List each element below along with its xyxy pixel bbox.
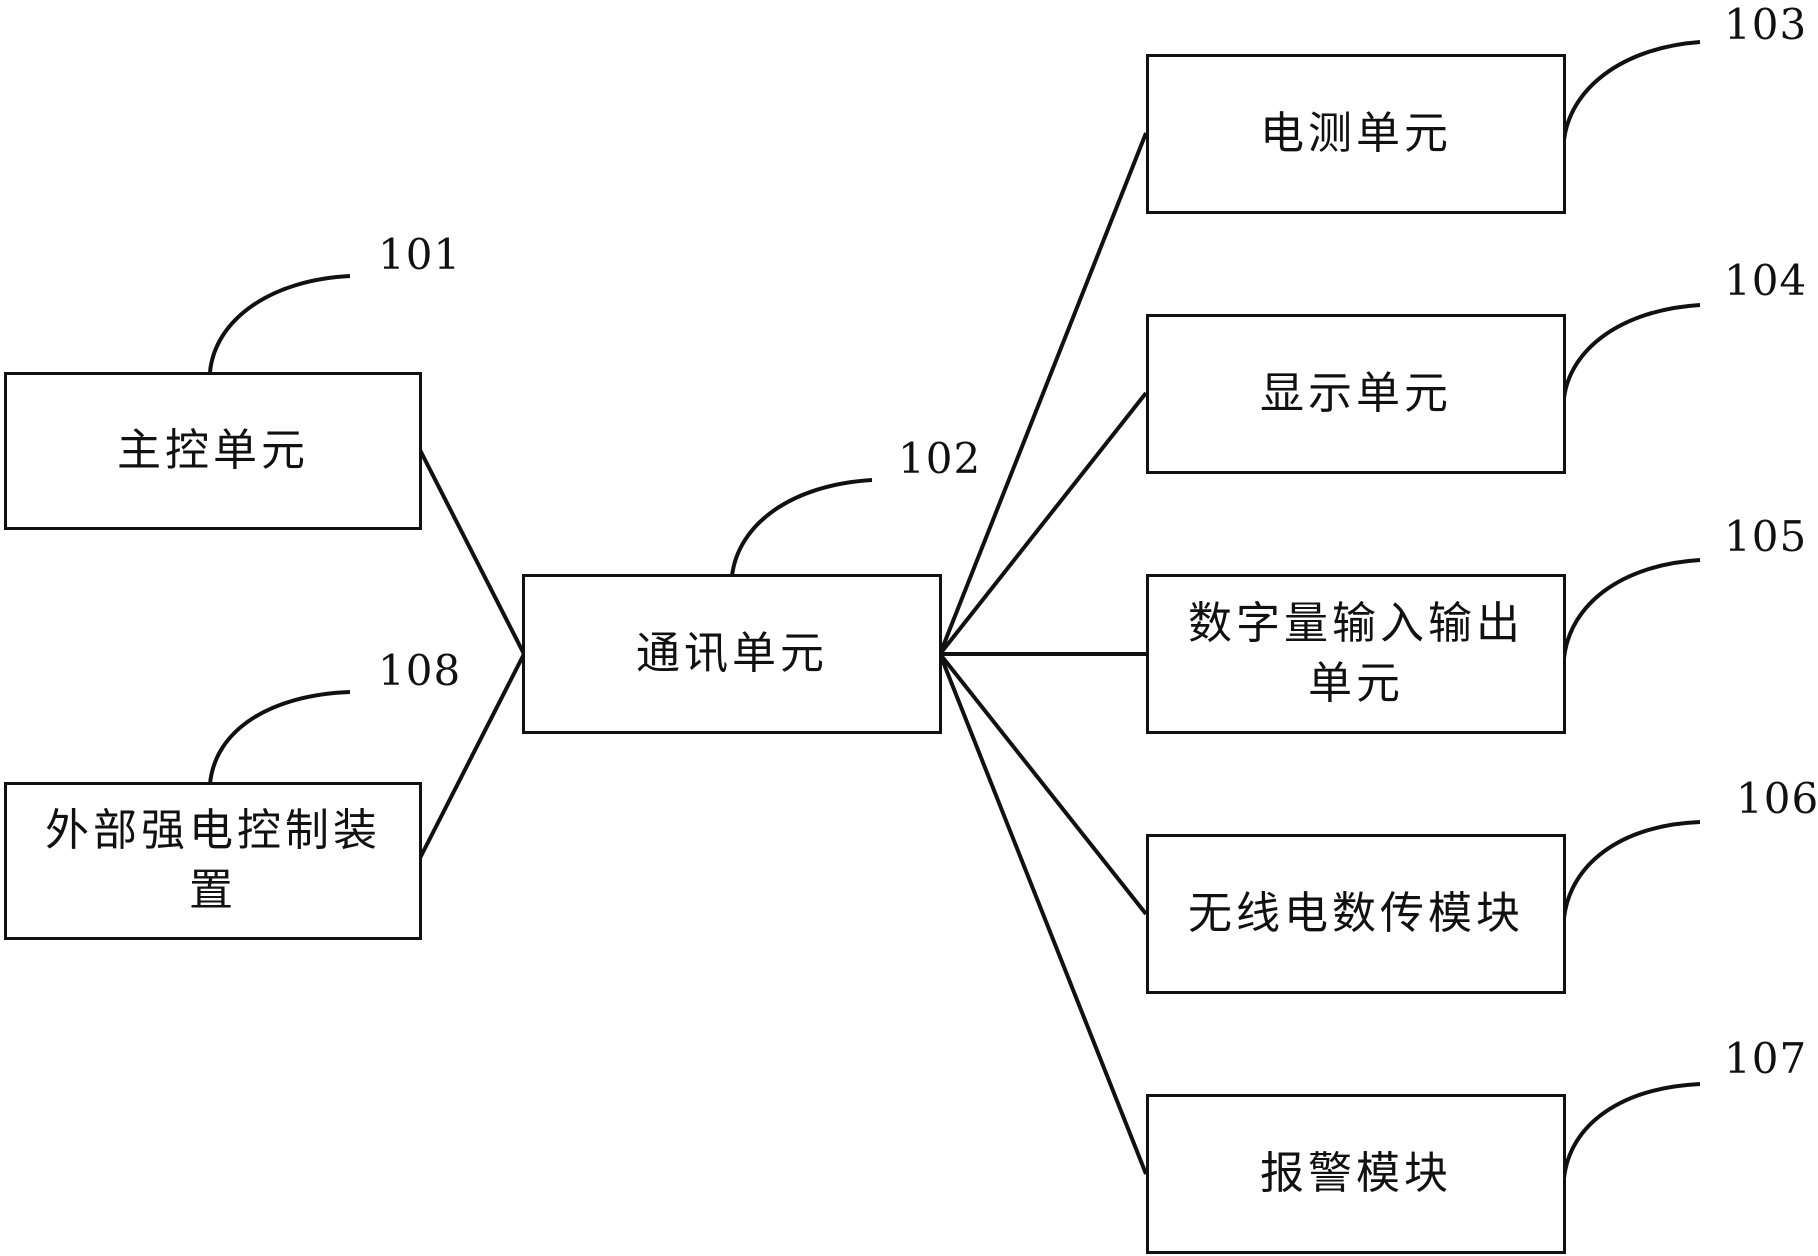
ref-number-101: 101 [378, 230, 462, 279]
leader-curve-105 [1562, 558, 1701, 659]
ref-number-106: 106 [1736, 774, 1818, 823]
leader-curve-104 [1562, 303, 1701, 399]
comm-unit-box: 通讯单元 [522, 574, 942, 734]
connector-comm-to-display [938, 391, 1148, 656]
connector-comm-to-wireless [938, 652, 1148, 916]
main-control-unit-box: 主控单元 [4, 372, 422, 530]
external-control-device-label: 外部强电控制装置 [45, 805, 381, 916]
display-unit-label: 显示单元 [1260, 368, 1452, 419]
leader-curve-101 [208, 274, 351, 373]
leader-curve-107 [1562, 1082, 1701, 1179]
leader-curve-106 [1562, 820, 1701, 919]
dio-unit-label: 数字量输入输出单元 [1188, 598, 1524, 709]
wireless-module-box: 无线电数传模块 [1146, 834, 1566, 994]
connector-comm-to-alarm [938, 653, 1148, 1175]
ref-number-104: 104 [1724, 256, 1808, 305]
connector-comm-to-meter [938, 132, 1148, 655]
comm-unit-label: 通讯单元 [636, 628, 828, 679]
dio-unit-box: 数字量输入输出单元 [1146, 574, 1566, 734]
external-control-device-box: 外部强电控制装置 [4, 782, 422, 940]
meter-unit-box: 电测单元 [1146, 54, 1566, 214]
connector-main-to-comm [418, 449, 526, 655]
meter-unit-label: 电测单元 [1260, 108, 1452, 159]
leader-curve-108 [208, 690, 351, 785]
ref-number-102: 102 [898, 434, 982, 483]
ref-number-105: 105 [1724, 512, 1808, 561]
ref-number-103: 103 [1724, 0, 1808, 49]
leader-curve-102 [730, 478, 873, 577]
alarm-module-box: 报警模块 [1146, 1094, 1566, 1254]
ref-number-107: 107 [1724, 1034, 1808, 1083]
connector-external-to-comm [418, 653, 526, 859]
main-control-unit-label: 主控单元 [117, 425, 309, 476]
wireless-module-label: 无线电数传模块 [1188, 888, 1524, 939]
ref-number-108: 108 [378, 646, 462, 695]
leader-curve-103 [1562, 40, 1701, 141]
alarm-module-label: 报警模块 [1260, 1148, 1452, 1199]
display-unit-box: 显示单元 [1146, 314, 1566, 474]
